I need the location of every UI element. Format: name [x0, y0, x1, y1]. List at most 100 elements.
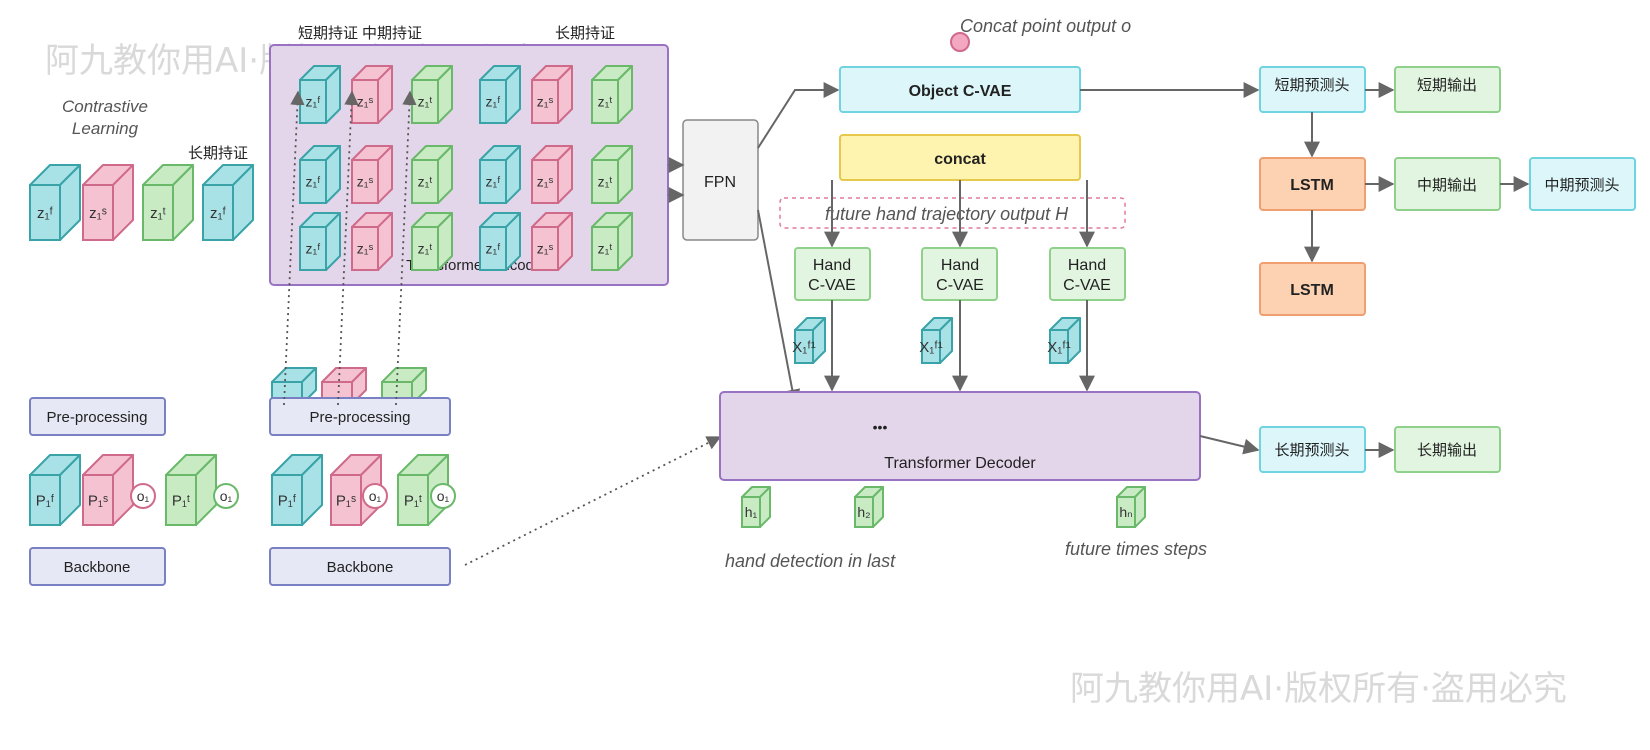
- encoder-cube-r3-c6-label: z₁ᵗ: [598, 240, 613, 256]
- decoder-ellipsis: •••: [873, 419, 888, 435]
- cube-p-t-left: P₁ᵗ: [165, 454, 217, 526]
- cube-z-f-left-1: z₁ᶠ: [29, 164, 81, 241]
- arrow-decoder-to-long-head: [1199, 435, 1260, 455]
- arrow-fpn-to-decoder: [757, 209, 801, 406]
- hand-cvae-2-line2: C-VAE: [936, 277, 984, 294]
- future-hand-trajectory-box: [779, 197, 1126, 229]
- encoder-cube-r3-c6: z₁ᵗ: [591, 212, 633, 271]
- encoder-cube-r1-c2: z₁ˢ: [351, 65, 393, 124]
- encoder-cube-r2-c1: z₁ᶠ: [299, 145, 341, 204]
- arrow-fpn-to-object-cvae: [757, 82, 840, 149]
- encoder-cube-r2-c6-label: z₁ᵗ: [598, 173, 613, 189]
- encoder-cube-r2-c6: z₁ᵗ: [591, 145, 633, 204]
- future-time-steps-label: future times steps: [1065, 539, 1207, 559]
- long-output-label: 长期输出: [1417, 442, 1477, 459]
- cube-p-t-left-label: P₁ᵗ: [172, 492, 190, 509]
- dotted-arrow-up-1: [283, 90, 305, 406]
- encoder-cube-r1-c4: z₁ᶠ: [479, 65, 521, 124]
- backbone-mid-label: Backbone: [327, 559, 394, 576]
- dotted-arrow-up-2: [337, 90, 359, 406]
- preprocessing-mid-label: Pre-processing: [310, 409, 411, 426]
- transformer-decoder-label: Transformer Decoder: [884, 455, 1036, 472]
- hand-cvae-2-line1: Hand: [941, 257, 979, 274]
- cube-x1-1-label: X₁ᶠ¹: [792, 339, 816, 356]
- long-output-box: [1394, 426, 1501, 473]
- encoder-cube-r3-c4-label: z₁ᶠ: [486, 240, 501, 256]
- backbone-mid-box: [269, 547, 451, 586]
- cube-x1-2-label: X₁ᶠ¹: [919, 339, 943, 356]
- cube-x1-3-label: X₁ᶠ¹: [1047, 339, 1071, 356]
- encoder-cube-r3-c2: z₁ˢ: [351, 212, 393, 271]
- hand-cvae-3: Hand C-VAE: [1049, 247, 1126, 301]
- future-hand-trajectory-label: future hand trajectory output H: [825, 204, 1069, 224]
- preprocessing-mid-box: [269, 397, 451, 436]
- hand-cvae-2: Hand C-VAE: [921, 247, 998, 301]
- backbone-left-box: [29, 547, 166, 586]
- cube-z-s-left-label: z₁ˢ: [89, 205, 107, 222]
- o1-circle-pink-mid-label: o₁: [369, 488, 382, 504]
- encoder-cube-r1-c3: z₁ᵗ: [411, 65, 453, 124]
- encoder-cube-r2-c5: z₁ˢ: [531, 145, 573, 204]
- mid-output-label: 中期输出: [1417, 177, 1477, 194]
- o1-circle-green-mid-label: o₁: [437, 488, 450, 504]
- encoder-cube-r3-c1-label: z₁ᶠ: [306, 240, 321, 256]
- dotted-arrow-backbone-to-decoder: [464, 436, 722, 566]
- short-output-label: 短期输出: [1417, 77, 1477, 94]
- short-pred-head-label: 短期预测头: [1274, 77, 1349, 94]
- concat-label: concat: [934, 151, 986, 168]
- encoder-cube-r2-c4: z₁ᶠ: [479, 145, 521, 204]
- concat-point-output-circle: [950, 32, 970, 52]
- cube-z-f-left-2: z₁ᶠ: [202, 164, 254, 241]
- cube-p-s-left: P₁ˢ: [82, 454, 134, 526]
- encoder-cube-r3-c4: z₁ᶠ: [479, 212, 521, 271]
- mid-term-top-label: 中期持证: [362, 25, 422, 42]
- encoder-cube-r3-c5-label: z₁ˢ: [537, 240, 554, 256]
- hand-detect-cube-h1-label: h₁: [745, 504, 758, 520]
- backbone-left-label: Backbone: [64, 559, 131, 576]
- o1-circle-green-left: o₁: [213, 483, 239, 509]
- cube-p-s-left-label: P₁ˢ: [88, 492, 108, 509]
- encoder-cube-r2-c3-label: z₁ᵗ: [418, 173, 433, 189]
- preprocessing-left-label: Pre-processing: [47, 409, 148, 426]
- hand-detect-cube-h2: h₂: [854, 486, 884, 528]
- hand-cvae-1-line1: Hand: [813, 257, 851, 274]
- o1-circle-green-left-label: o₁: [220, 488, 233, 504]
- dotted-arrow-up-3: [395, 90, 417, 406]
- encoder-cube-r1-c1-label: z₁ᶠ: [306, 93, 321, 109]
- cube-p-f-left: P₁ᶠ: [29, 454, 81, 526]
- cube-x1-1: X₁ᶠ¹: [792, 317, 826, 364]
- encoder-cube-r1-c6: z₁ᵗ: [591, 65, 633, 124]
- encoder-cube-r1-c2-label: z₁ˢ: [357, 93, 374, 109]
- contrastive-label-line1: Contrastive: [62, 97, 148, 116]
- hand-detect-cube-hn-label: hₙ: [1119, 504, 1132, 520]
- cube-z-s-left: z₁ˢ: [82, 164, 134, 241]
- hand-detect-cube-h1: h₁: [741, 486, 771, 528]
- short-output-box: [1394, 66, 1501, 113]
- hand-detect-cube-h2-label: h₂: [857, 504, 870, 520]
- hand-cvae-1-line2: C-VAE: [808, 277, 856, 294]
- hand-detection-label: hand detection in last: [725, 551, 896, 571]
- o1-circle-green-mid: o₁: [430, 483, 456, 509]
- encoder-cube-r1-c4-label: z₁ᶠ: [486, 93, 501, 109]
- lstm-2-label: LSTM: [1290, 282, 1334, 299]
- concat-point-output-label: Concat point output o: [960, 16, 1131, 36]
- long-term-label-left: 长期持证: [188, 145, 248, 162]
- long-pred-head-label: 长期预测头: [1274, 442, 1349, 459]
- cube-p-f-mid-label: P₁ᶠ: [278, 492, 297, 509]
- hand-detect-cube-hn: hₙ: [1116, 486, 1146, 528]
- fpn-box: [682, 119, 759, 241]
- watermark-bottom: 阿九教你用AI·版权所有·盗用必究: [1070, 669, 1567, 709]
- hand-cvae-3-line2: C-VAE: [1063, 277, 1111, 294]
- cube-x1-2: X₁ᶠ¹: [919, 317, 953, 364]
- o1-circle-pink-mid: o₁: [362, 483, 388, 509]
- cube-z-t-left-label: z₁ᵗ: [150, 205, 166, 222]
- short-term-top-label: 短期持证: [298, 25, 358, 42]
- encoder-cube-r1-c5: z₁ˢ: [531, 65, 573, 124]
- mid-pred-head-box: [1529, 157, 1636, 211]
- fpn-label: FPN: [704, 174, 736, 191]
- encoder-cube-r1-c1: z₁ᶠ: [299, 65, 341, 124]
- hand-cvae-3-line1: Hand: [1068, 257, 1106, 274]
- cube-z-f-left-2-label: z₁ᶠ: [210, 205, 227, 222]
- encoder-cube-r2-c1-label: z₁ᶠ: [306, 173, 321, 189]
